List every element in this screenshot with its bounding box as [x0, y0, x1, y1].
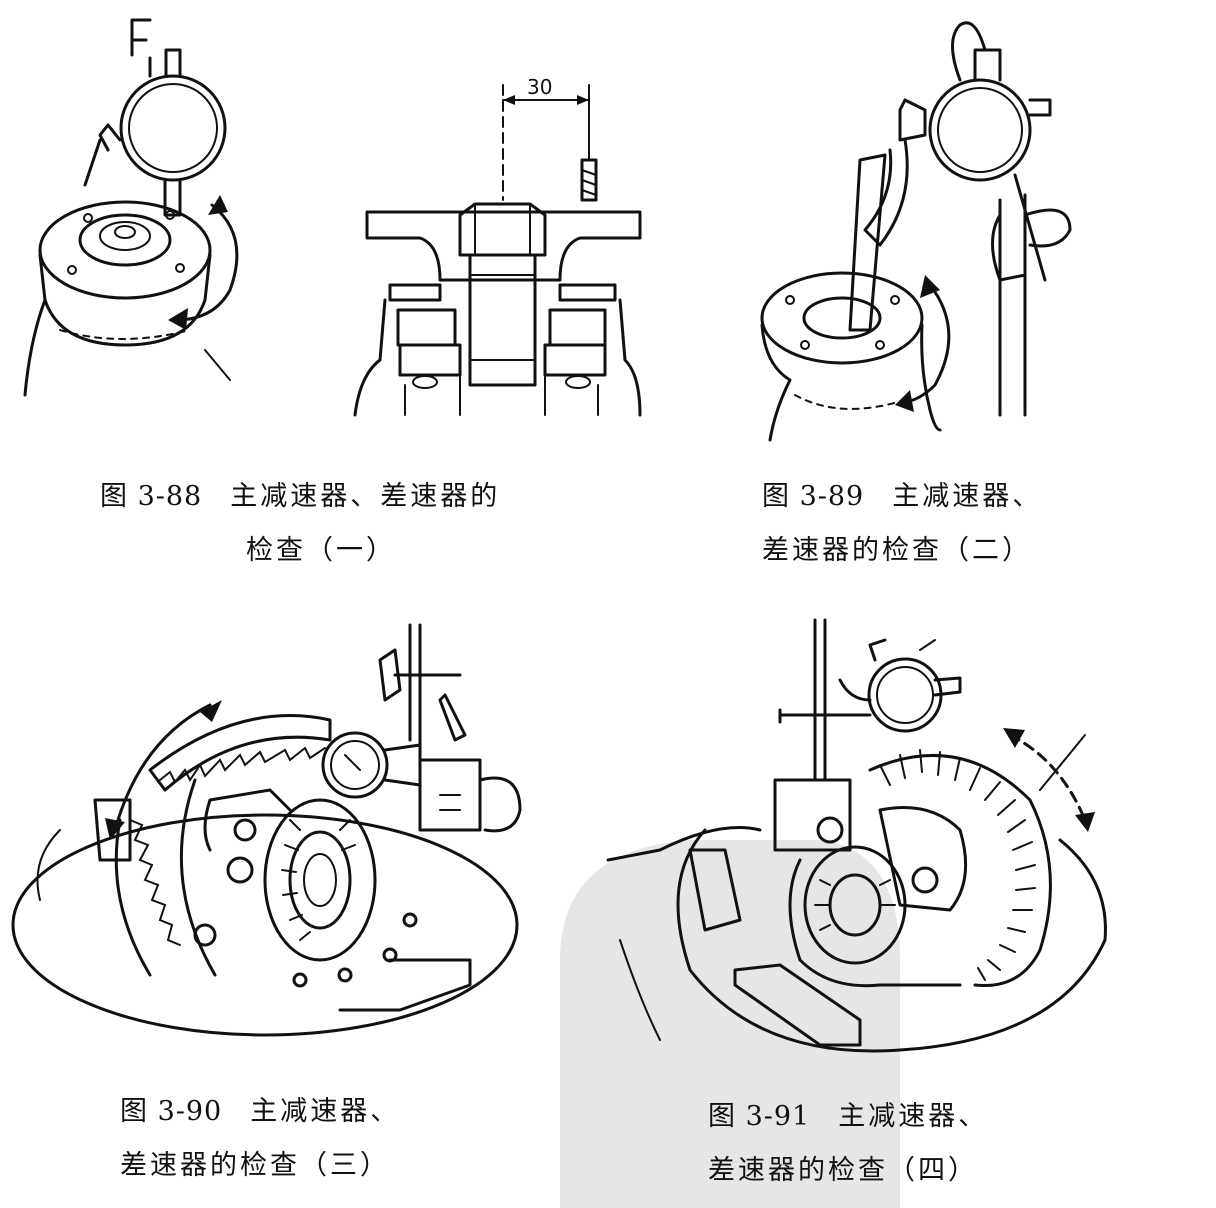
figure-3-88-dial-flange-drawing — [23, 18, 239, 397]
caption-figure-3-88: 图 3-88 主减速器、差速器的 检查（一） — [100, 470, 500, 578]
figure-3-91-drawing — [606, 618, 1107, 1053]
dimension-label-30: 30 — [527, 75, 552, 99]
rotation-arrow-icon — [895, 275, 951, 412]
figure-number: 图 3-88 — [100, 481, 203, 512]
caption-title-line2: 差速器的检查（四） — [708, 1155, 978, 1186]
dial-indicator-icon — [83, 18, 227, 217]
caption-title-line2: 差速器的检查（三） — [120, 1150, 390, 1181]
figure-number: 图 3-91 — [708, 1101, 811, 1132]
caption-title-line1: 主减速器、 — [250, 1096, 401, 1127]
caption-title-line1: 主减速器、 — [838, 1101, 989, 1132]
flange-icon — [23, 200, 231, 397]
figure-3-88-cross-section-drawing — [353, 84, 642, 417]
dial-indicator-icon — [867, 638, 962, 733]
flange-icon — [760, 271, 942, 442]
caption-figure-3-91: 图 3-91 主减速器、 差速器的检查（四） — [708, 1090, 988, 1198]
figure-3-89-drawing — [760, 21, 1072, 442]
dial-indicator-icon — [848, 21, 1052, 332]
figure-3-90-drawing — [11, 623, 522, 1037]
dial-indicator-icon — [321, 731, 422, 799]
caption-title-line1: 主减速器、 — [892, 481, 1043, 512]
ring-gear-icon — [868, 749, 1052, 988]
rotation-arrow-icon — [105, 700, 222, 840]
caption-figure-3-90: 图 3-90 主减速器、 差速器的检查（三） — [120, 1085, 400, 1193]
caption-title-line2: 检查（一） — [246, 535, 396, 566]
caption-title-line2: 差速器的检查（二） — [762, 535, 1032, 566]
watermark-stamp — [560, 840, 900, 1208]
ring-gear-icon — [114, 714, 332, 977]
figure-number: 图 3-90 — [120, 1096, 223, 1127]
caption-figure-3-89: 图 3-89 主减速器、 差速器的检查（二） — [762, 470, 1042, 578]
caption-title-line1: 主减速器、差速器的 — [230, 481, 501, 512]
rotation-arrow-icon — [1003, 728, 1095, 832]
figure-number: 图 3-89 — [762, 481, 865, 512]
rotation-arrow-icon — [168, 195, 239, 330]
